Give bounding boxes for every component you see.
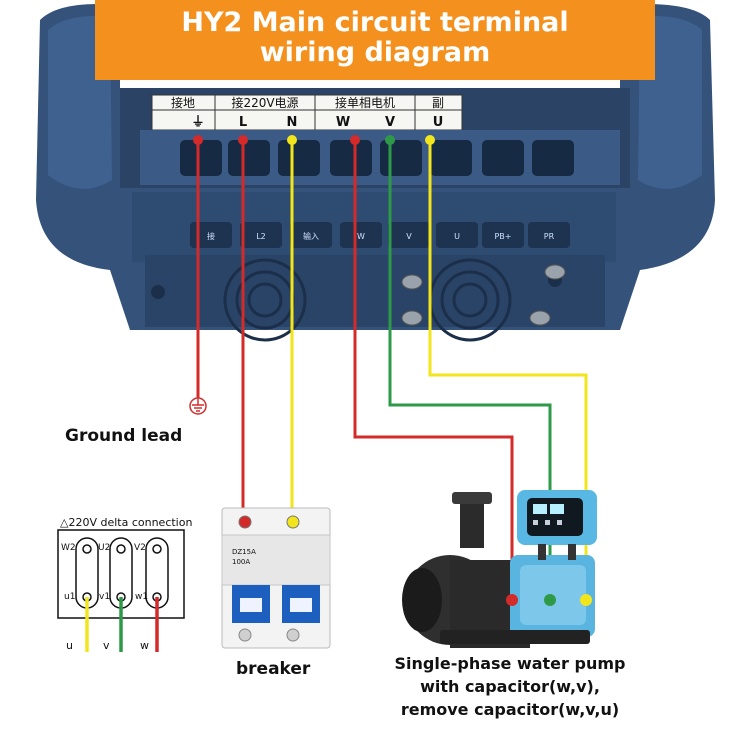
title-line-2: wiring diagram [259,37,491,68]
lower-label-2: L2 [256,232,266,241]
terminal-ground: ⏚ [191,115,204,130]
terminal-block [140,130,620,185]
w-wire [353,140,514,598]
lower-label-4: W [357,232,365,241]
lower-label-5: V [406,232,412,241]
title-banner: HY2 Main circuit terminal wiring diagram [95,0,655,80]
delta-wire-label-u: u [66,639,73,652]
breaker [221,507,331,649]
delta-bottom-label-v1: v1 [99,592,111,602]
delta-title: △220V delta connection [60,516,193,529]
fan-grille-icon [223,258,512,342]
terminal-l: L [239,115,247,130]
ground-symbol-icon [189,397,207,415]
lower-label-3: 输入 [303,231,319,241]
terminal-w: W [336,115,350,130]
breaker-label: breaker [236,659,311,679]
terminal-n: N [287,115,298,130]
terminal-v: V [385,115,395,130]
delta-wire-label-w: w [140,639,149,652]
delta-connection [57,529,185,652]
header-group-power: 接220V电源 [231,95,298,110]
delta-top-label-u2: U2 [98,543,111,553]
header-group-aux: 副 [432,96,444,110]
pump-label-line-3: remove capacitor(w,v,u) [400,700,620,719]
breaker-rating: 100A [232,558,251,566]
delta-top-label-v2: V2 [134,543,146,553]
pump-label: Single-phase water pump with capacitor(w… [360,652,660,721]
delta-bottom-label-u1: u1 [64,592,76,602]
pump-label-line-2: with capacitor(w,v), [420,677,600,696]
lower-label-8: PR [544,232,555,241]
breaker-model: DZ15A [232,548,256,556]
terminal-u: U [433,115,444,130]
header-group-ground: 接地 [171,95,195,110]
lower-terminal-text: 接 L2 输入 W V U PB+ PR [207,231,555,241]
lower-label-6: U [454,232,460,241]
u-wire [428,140,588,598]
delta-bottom-label-w1: w1 [135,592,149,602]
screw-icon [401,264,566,326]
delta-top-label-w2: W2 [61,543,76,553]
header-group-motor: 接单相电机 [335,95,395,110]
ground-lead-label: Ground lead [65,426,183,446]
water-pump [402,490,597,648]
lower-label-7: PB+ [494,232,511,241]
lower-label-1: 接 [207,231,215,241]
title-line-1: HY2 Main circuit terminal [181,7,569,38]
terminal-header-text: 接地 接220V电源 接单相电机 副 ⏚ L N W V U [171,95,444,130]
terminal-header [151,94,463,131]
pump-label-line-1: Single-phase water pump [394,654,626,673]
delta-wire-label-v: v [103,639,110,652]
